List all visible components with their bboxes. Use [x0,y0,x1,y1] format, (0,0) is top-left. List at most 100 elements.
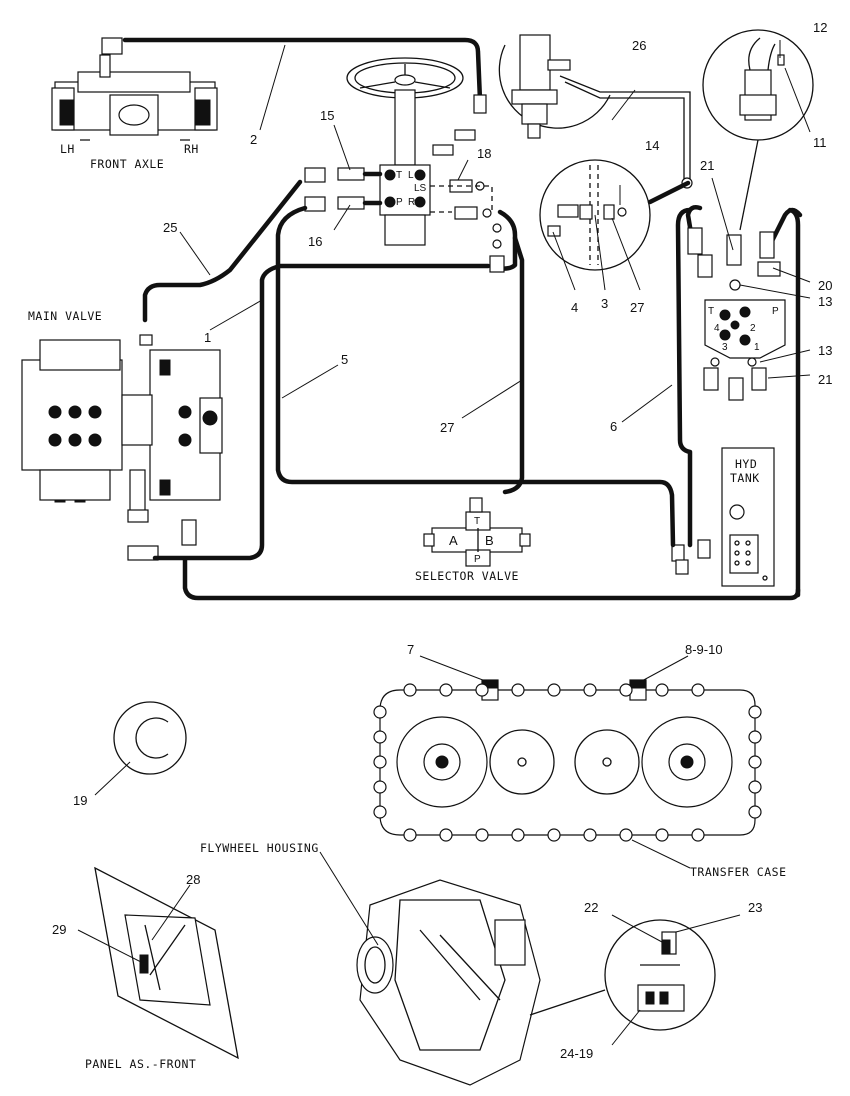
callout-25: 25 [163,220,177,235]
callout-21a: 21 [700,158,714,173]
hose-27 [502,235,525,495]
bolt [547,683,561,697]
callout-12: 12 [813,20,827,35]
caption-tank: TANK [730,471,760,485]
callout-18: 18 [477,146,491,161]
leader-lines [77,40,811,1046]
callout-26: 26 [632,38,646,53]
bolt [439,828,453,842]
transfer-case-bolts [373,683,762,842]
bolt [373,805,387,819]
caption-panel-front: PANEL AS.-FRONT [85,1057,196,1071]
bolt [748,705,762,719]
hose-6 [675,207,693,548]
callout-21b: 21 [818,372,832,387]
bolt [475,828,489,842]
pilot-port-2: 2 [750,323,756,334]
callout-13a: 13 [818,294,832,309]
bolt [439,683,453,697]
port-p: P [396,197,403,208]
switch-detail-inset [702,29,814,231]
bolt [373,730,387,744]
caption-rh: RH [184,142,199,156]
transfer-case [379,679,756,836]
callout-13b: 13 [818,343,832,358]
hose-25 [142,179,303,323]
bolt [691,828,705,842]
hose-5 [275,205,676,548]
bolt [511,828,525,842]
bolt [748,730,762,744]
sel-port-t: T [474,516,480,527]
caption-flywheel-housing: FLYWHEEL HOUSING [200,841,319,855]
bolt [583,828,597,842]
callout-2: 2 [250,132,257,147]
bolt [748,805,762,819]
selector-valve [423,497,531,567]
callout-27a: 27 [440,420,454,435]
bolt [475,683,489,697]
callout-4: 4 [571,300,578,315]
callout-15: 15 [320,108,334,123]
callout-27b: 27 [630,300,644,315]
callout-1: 1 [204,330,211,345]
bolt [373,780,387,794]
caption-hyd: HYD [735,457,757,471]
callout-14: 14 [645,138,659,153]
callout-11: 11 [813,135,827,150]
pilot-port-3: 3 [722,342,728,353]
sel-port-b: B [485,533,494,548]
bolt [373,705,387,719]
bolt [403,683,417,697]
valve-detail-inset [498,34,693,189]
port-r: R [408,197,415,208]
caption-transfer-case: TRANSFER CASE [690,865,787,879]
callout-29: 29 [52,922,66,937]
hose-2 [122,37,483,103]
bolt [619,828,633,842]
pilot-port-1: 1 [754,342,760,353]
caption-front-axle: FRONT AXLE [90,157,164,171]
sel-port-a: A [449,533,458,548]
bolt [655,683,669,697]
bolt [583,683,597,697]
bolt [655,828,669,842]
pilot-port-t: T [708,306,714,317]
bolt [619,683,633,697]
bolt [748,780,762,794]
snap-ring-detail [113,701,187,775]
bolt [547,828,561,842]
flywheel-housing [356,879,541,1086]
front-panel [94,866,239,1060]
fitting-detail-inset [539,159,691,271]
callout-16: 16 [308,234,322,249]
port-ls: LS [414,183,427,194]
fastener-detail-inset [529,919,716,1031]
hose-1 [152,263,491,561]
steering-unit [346,57,464,246]
pilot-port-p: P [772,306,779,317]
callout-7: 7 [407,642,414,657]
bolt [748,755,762,769]
fitting-16 [337,196,365,210]
callout-22: 22 [584,900,598,915]
bolt [373,755,387,769]
fitting-15 [337,167,365,181]
pilot-port-4: 4 [714,323,720,334]
bolt [511,683,525,697]
port-l: L [408,170,414,181]
callout-6: 6 [610,419,617,434]
port-t: T [396,170,402,181]
pilot-control-valve [685,205,803,401]
caption-main-valve: MAIN VALVE [28,309,102,323]
callout-3: 3 [601,296,608,311]
callout-24-19: 24-19 [560,1046,593,1061]
bolt [691,683,705,697]
callout-19: 19 [73,793,87,808]
main-valve [21,334,223,561]
front-axle-assembly [51,37,218,141]
caption-selector-valve: SELECTOR VALVE [415,569,519,583]
callout-5: 5 [341,352,348,367]
callout-20: 20 [818,278,832,293]
